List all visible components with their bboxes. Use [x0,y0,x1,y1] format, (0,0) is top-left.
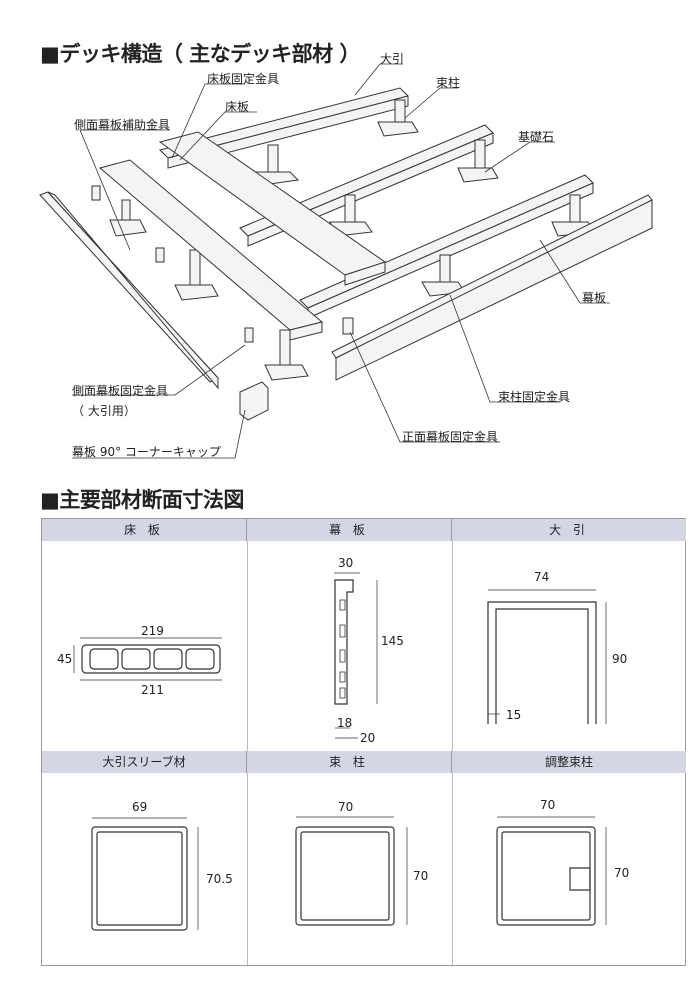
label-tsukabashira: 束柱 [436,76,461,90]
dim-yukaita-width-bottom: 211 [141,683,164,697]
header-tsukabashira: 束 柱 [247,751,452,773]
dim-adjust-height: 70 [614,866,630,880]
label-sokumen-kotei: 側面幕板固定金具 [72,384,169,398]
dim-sleeve-height: 70.5 [206,872,233,886]
dimension-table: 床 板 幕 板 大 引 大引スリーブ材 束 柱 調整束柱 [41,518,686,966]
dim-makuita-top: 30 [338,556,354,570]
dim-yukaita-width-top: 219 [141,624,164,638]
dim-yukaita-height: 45 [57,652,73,666]
deck-structure-diagram [39,63,653,459]
label-kisoishi: 基礎石 [518,130,555,144]
dim-ohbiki-height: 90 [612,652,628,666]
dim-post-height: 70 [413,869,429,883]
label-sokumen-hojo: 側面幕板補助金具 [74,118,171,132]
label-makuita: 幕板 [582,291,607,305]
label-yukaita: 床板 [225,100,250,114]
label-yukaita-kotei: 床板固定金具 [207,72,280,86]
dim-ohbiki-flange: 15 [506,708,522,722]
section-title-structure: ■デッキ構造（ 主なデッキ部材 ） [40,42,360,66]
label-corner-cap: 幕板 90° コーナーキャップ [72,445,221,459]
header-ohbiki: 大 引 [452,519,686,541]
dim-makuita-bottom: 18 [337,716,353,730]
dim-makuita-height: 145 [381,634,404,648]
header-adjust-post: 調整束柱 [452,751,686,773]
header-makuita: 幕 板 [247,519,452,541]
label-shomen-kotei: 正面幕板固定金具 [402,430,499,444]
beam [159,87,409,169]
label-tsuka-kotei: 束柱固定金具 [498,390,571,404]
dim-post-width: 70 [338,800,354,814]
label-ohbiki: 大引 [380,52,405,66]
label-sokumen-kotei-sub: （ 大引用） [72,404,136,418]
section-title-dimensions: ■主要部材断面寸法図 [40,488,244,512]
dim-adjust-width: 70 [540,798,556,812]
header-sleeve: 大引スリーブ材 [42,751,247,773]
header-yukaita: 床 板 [42,519,247,541]
dim-sleeve-width: 69 [132,800,148,814]
dim-makuita-bottom2: 20 [360,731,376,745]
dim-ohbiki-width: 74 [534,570,550,584]
